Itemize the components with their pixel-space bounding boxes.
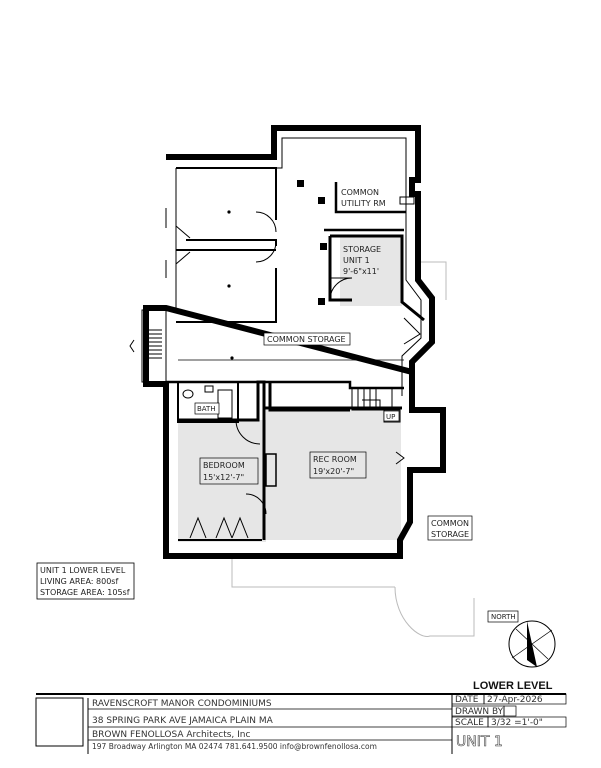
date-value: 27-Apr-2026 bbox=[487, 695, 543, 705]
closet-doors bbox=[178, 516, 262, 541]
unit-partitions bbox=[178, 380, 405, 540]
drawn-by-label: DRAWN BY bbox=[455, 707, 504, 717]
locker-markers bbox=[227, 180, 415, 360]
property-lines bbox=[231, 261, 475, 637]
room-common-storage: COMMON STORAGE bbox=[263, 332, 351, 346]
area-line-2: LIVING AREA: 800sf bbox=[40, 577, 118, 586]
room-bedroom: BEDROOM 15'x12'-7" bbox=[199, 457, 259, 485]
label-common-utility-1: COMMON bbox=[341, 188, 379, 197]
exterior-wall-inner bbox=[175, 137, 422, 396]
unit-name: UNIT 1 bbox=[456, 734, 503, 750]
firm-name: BROWN FENOLLOSA Architects, Inc bbox=[92, 730, 250, 740]
unit-fill bbox=[178, 236, 402, 542]
label-rec-room: REC ROOM bbox=[313, 455, 357, 464]
stair-up: UP bbox=[383, 410, 400, 422]
area-line-1: UNIT 1 LOWER LEVEL bbox=[40, 566, 126, 575]
label-storage-2: UNIT 1 bbox=[343, 256, 370, 265]
title-block: RAVENSCROFT MANOR CONDOMINIUMS 38 SPRING… bbox=[35, 693, 567, 754]
left-stair bbox=[129, 309, 167, 383]
corridor-walls bbox=[166, 359, 404, 390]
scale-value: 3/32 =1'-0" bbox=[491, 718, 543, 728]
date-label: DATE bbox=[455, 695, 479, 705]
area-summary: UNIT 1 LOWER LEVEL LIVING AREA: 800sf ST… bbox=[36, 562, 135, 600]
room-bath: BATH bbox=[194, 402, 220, 415]
label-storage-3: 9'-6"x11' bbox=[343, 267, 379, 276]
label-common-storage-r2: STORAGE bbox=[431, 530, 469, 539]
interior-stair bbox=[351, 387, 401, 423]
north-arrow: NORTH bbox=[487, 610, 556, 668]
label-common-storage-r1: COMMON bbox=[431, 519, 469, 528]
firm-logo-box bbox=[35, 697, 84, 747]
scale-label: SCALE bbox=[455, 718, 484, 728]
room-common-storage-right: COMMON STORAGE bbox=[427, 515, 473, 541]
utility-walls bbox=[324, 182, 406, 232]
label-rec-room-size: 19'x20'-7" bbox=[313, 467, 354, 476]
north-label: NORTH bbox=[491, 613, 516, 621]
room-storage-unit: STORAGE UNIT 1 9'-6"x11' bbox=[343, 245, 381, 276]
firm-contact: 197 Broadway Arlington MA 02474 781.641.… bbox=[92, 742, 377, 751]
room-common-utility: COMMON UTILITY RM bbox=[341, 188, 386, 208]
label-common-storage: COMMON STORAGE bbox=[267, 335, 346, 344]
label-bedroom-size: 15'x12'-7" bbox=[203, 473, 244, 482]
storage-unit-walls bbox=[328, 234, 425, 345]
label-bath: BATH bbox=[197, 405, 216, 413]
sheet-title: LOWER LEVEL bbox=[473, 680, 553, 692]
storage-lockers bbox=[175, 167, 277, 323]
bath-walls bbox=[177, 381, 239, 423]
room-rec: REC ROOM 19'x20'-7" bbox=[309, 451, 367, 479]
project-address: 38 SPRING PARK AVE JAMAICA PLAIN MA bbox=[92, 716, 274, 726]
label-up: UP bbox=[386, 413, 395, 421]
label-storage-1: STORAGE bbox=[343, 245, 381, 254]
project-name: RAVENSCROFT MANOR CONDOMINIUMS bbox=[92, 699, 272, 709]
area-line-3: STORAGE AREA: 105sf bbox=[40, 588, 130, 597]
label-common-utility-2: UTILITY RM bbox=[341, 199, 386, 208]
exterior-wall bbox=[143, 125, 446, 559]
label-bedroom: BEDROOM bbox=[203, 461, 245, 470]
